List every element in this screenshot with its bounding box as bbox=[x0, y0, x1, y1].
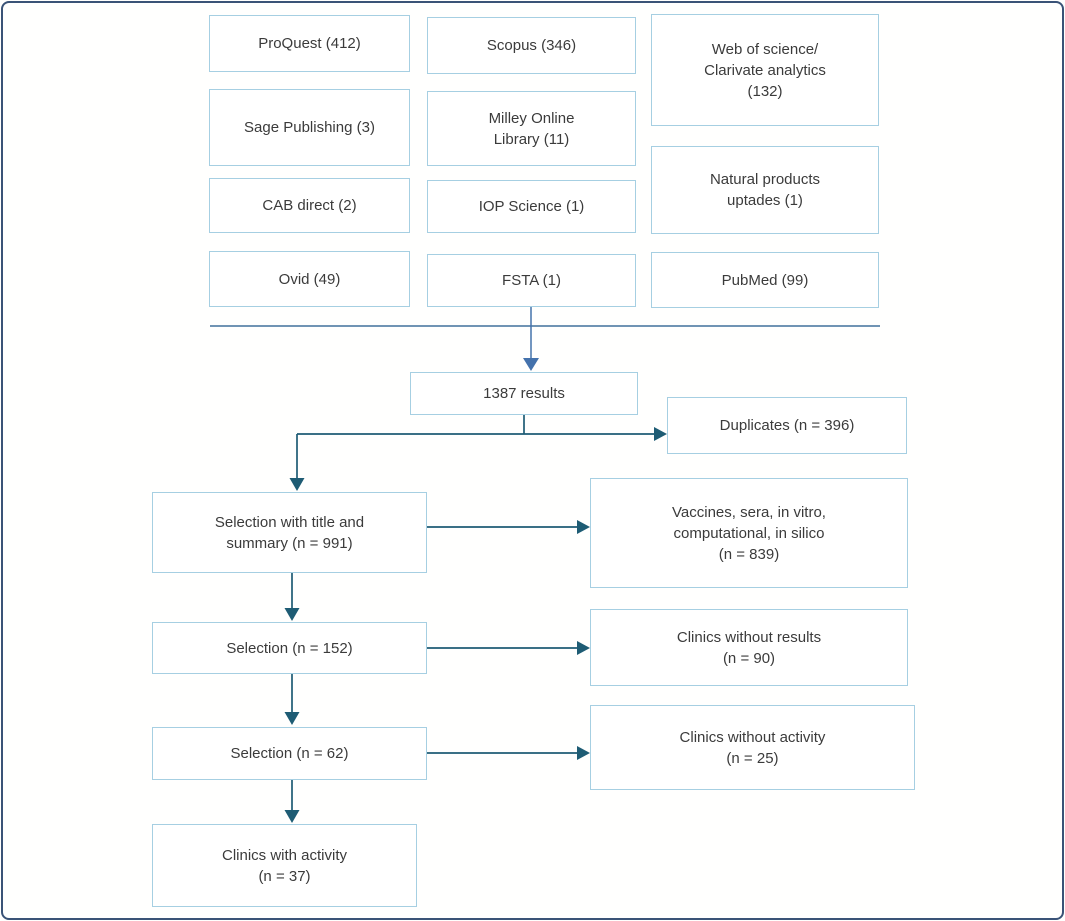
arrowhead-into-clinics-without-activity bbox=[577, 746, 590, 760]
node-selection-152: Selection (n = 152) bbox=[152, 622, 427, 674]
node-proquest: ProQuest (412) bbox=[209, 15, 410, 72]
node-selection-62: Selection (n = 62) bbox=[152, 727, 427, 780]
node-clinics-without-activity: Clinics without activity (n = 25) bbox=[590, 705, 915, 790]
node-iop-science: IOP Science (1) bbox=[427, 180, 636, 233]
node-fsta: FSTA (1) bbox=[427, 254, 636, 307]
node-pubmed: PubMed (99) bbox=[651, 252, 879, 308]
arrowhead-into-selection-62 bbox=[284, 712, 300, 725]
arrowhead-into-selection-title bbox=[289, 478, 305, 491]
arrowhead-into-clinics-with-activity bbox=[284, 810, 300, 823]
node-web-of-science: Web of science/ Clarivate analytics (132… bbox=[651, 14, 879, 126]
node-natural-products-uptades: Natural products uptades (1) bbox=[651, 146, 879, 234]
node-clinics-with-activity: Clinics with activity (n = 37) bbox=[152, 824, 417, 907]
arrowhead-into-selection-152 bbox=[284, 608, 300, 621]
node-ovid: Ovid (49) bbox=[209, 251, 410, 307]
node-cab-direct: CAB direct (2) bbox=[209, 178, 410, 233]
node-duplicates: Duplicates (n = 396) bbox=[667, 397, 907, 454]
arrowhead-into-clinics-without-results bbox=[577, 641, 590, 655]
arrowhead-into-duplicates bbox=[654, 427, 667, 441]
arrowhead-into-vaccines bbox=[577, 520, 590, 534]
node-scopus: Scopus (346) bbox=[427, 17, 636, 74]
node-excluded-vaccines-sera: Vaccines, sera, in vitro, computational,… bbox=[590, 478, 908, 588]
node-selection-title-summary: Selection with title and summary (n = 99… bbox=[152, 492, 427, 573]
node-clinics-without-results: Clinics without results (n = 90) bbox=[590, 609, 908, 686]
node-sage-publishing: Sage Publishing (3) bbox=[209, 89, 410, 166]
arrowhead-into-results bbox=[523, 358, 539, 371]
node-results-total: 1387 results bbox=[410, 372, 638, 415]
node-milley-online-library: Milley Online Library (11) bbox=[427, 91, 636, 166]
